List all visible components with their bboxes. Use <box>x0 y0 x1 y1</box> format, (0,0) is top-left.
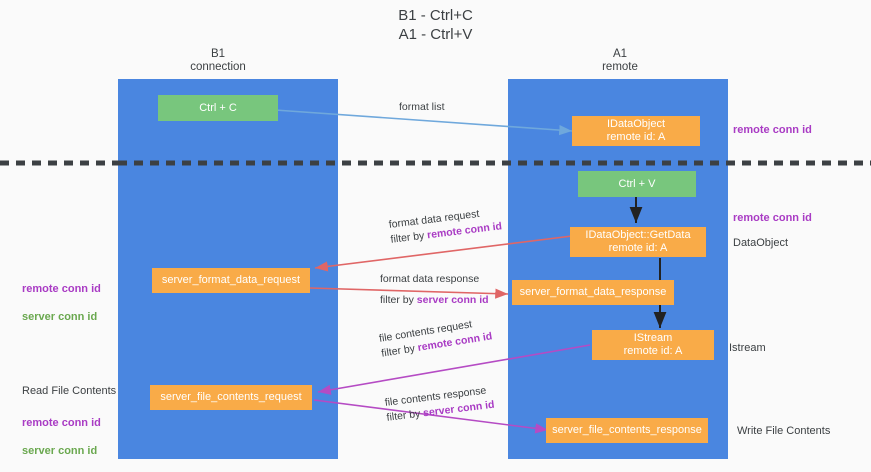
box-istream[interactable]: IStream remote id: A <box>592 330 714 360</box>
right-label-istream: Istream <box>729 342 766 354</box>
box-idataobject[interactable]: IDataObject remote id: A <box>572 116 700 146</box>
left-label-read-file-contents: Read File Contents <box>22 385 117 397</box>
box-server-format-data-response[interactable]: server_format_data_response <box>512 280 674 305</box>
box-server-file-contents-request[interactable]: server_file_contents_request <box>150 385 312 410</box>
left-label-conn-ids-upper: remote conn id server conn id <box>22 268 101 338</box>
column-header-a1: A1 remote <box>602 48 638 73</box>
diagram-title: B1 - Ctrl+C A1 - Ctrl+V <box>398 7 473 43</box>
box-server-file-contents-response[interactable]: server_file_contents_response <box>546 418 708 443</box>
arrow-label-format-list: format list <box>399 101 445 113</box>
box-ctrl-v[interactable]: Ctrl + V <box>578 171 696 197</box>
column-header-b1: B1 connection <box>190 48 246 73</box>
box-server-format-data-request[interactable]: server_format_data_request <box>152 268 310 293</box>
left-label-remote-conn-id: remote conn id <box>22 283 101 295</box>
box-ctrl-c[interactable]: Ctrl + C <box>158 95 278 121</box>
right-label-remote-conn-id-mid: remote conn id <box>733 212 812 224</box>
left-label-server-conn-id: server conn id <box>22 311 98 323</box>
left-label-server-conn-id: server conn id <box>22 445 98 457</box>
left-label-conn-ids-lower: remote conn id server conn id <box>22 402 101 472</box>
arrow-label-format-data-response: format data response filter by server co… <box>380 272 489 308</box>
arrow-label-line1: format data response <box>380 273 480 285</box>
arrow-label-line2: filter by server conn id <box>380 294 489 306</box>
key-server-conn-id: server conn id <box>416 294 489 306</box>
left-label-remote-conn-id: remote conn id <box>22 417 101 429</box>
right-label-remote-conn-id-top: remote conn id <box>733 124 812 136</box>
right-label-data-object: DataObject <box>733 237 789 249</box>
right-label-write-file-contents: Write File Contents <box>737 425 831 437</box>
box-idataobject-getdata[interactable]: IDataObject::GetData remote id: A <box>570 227 706 257</box>
